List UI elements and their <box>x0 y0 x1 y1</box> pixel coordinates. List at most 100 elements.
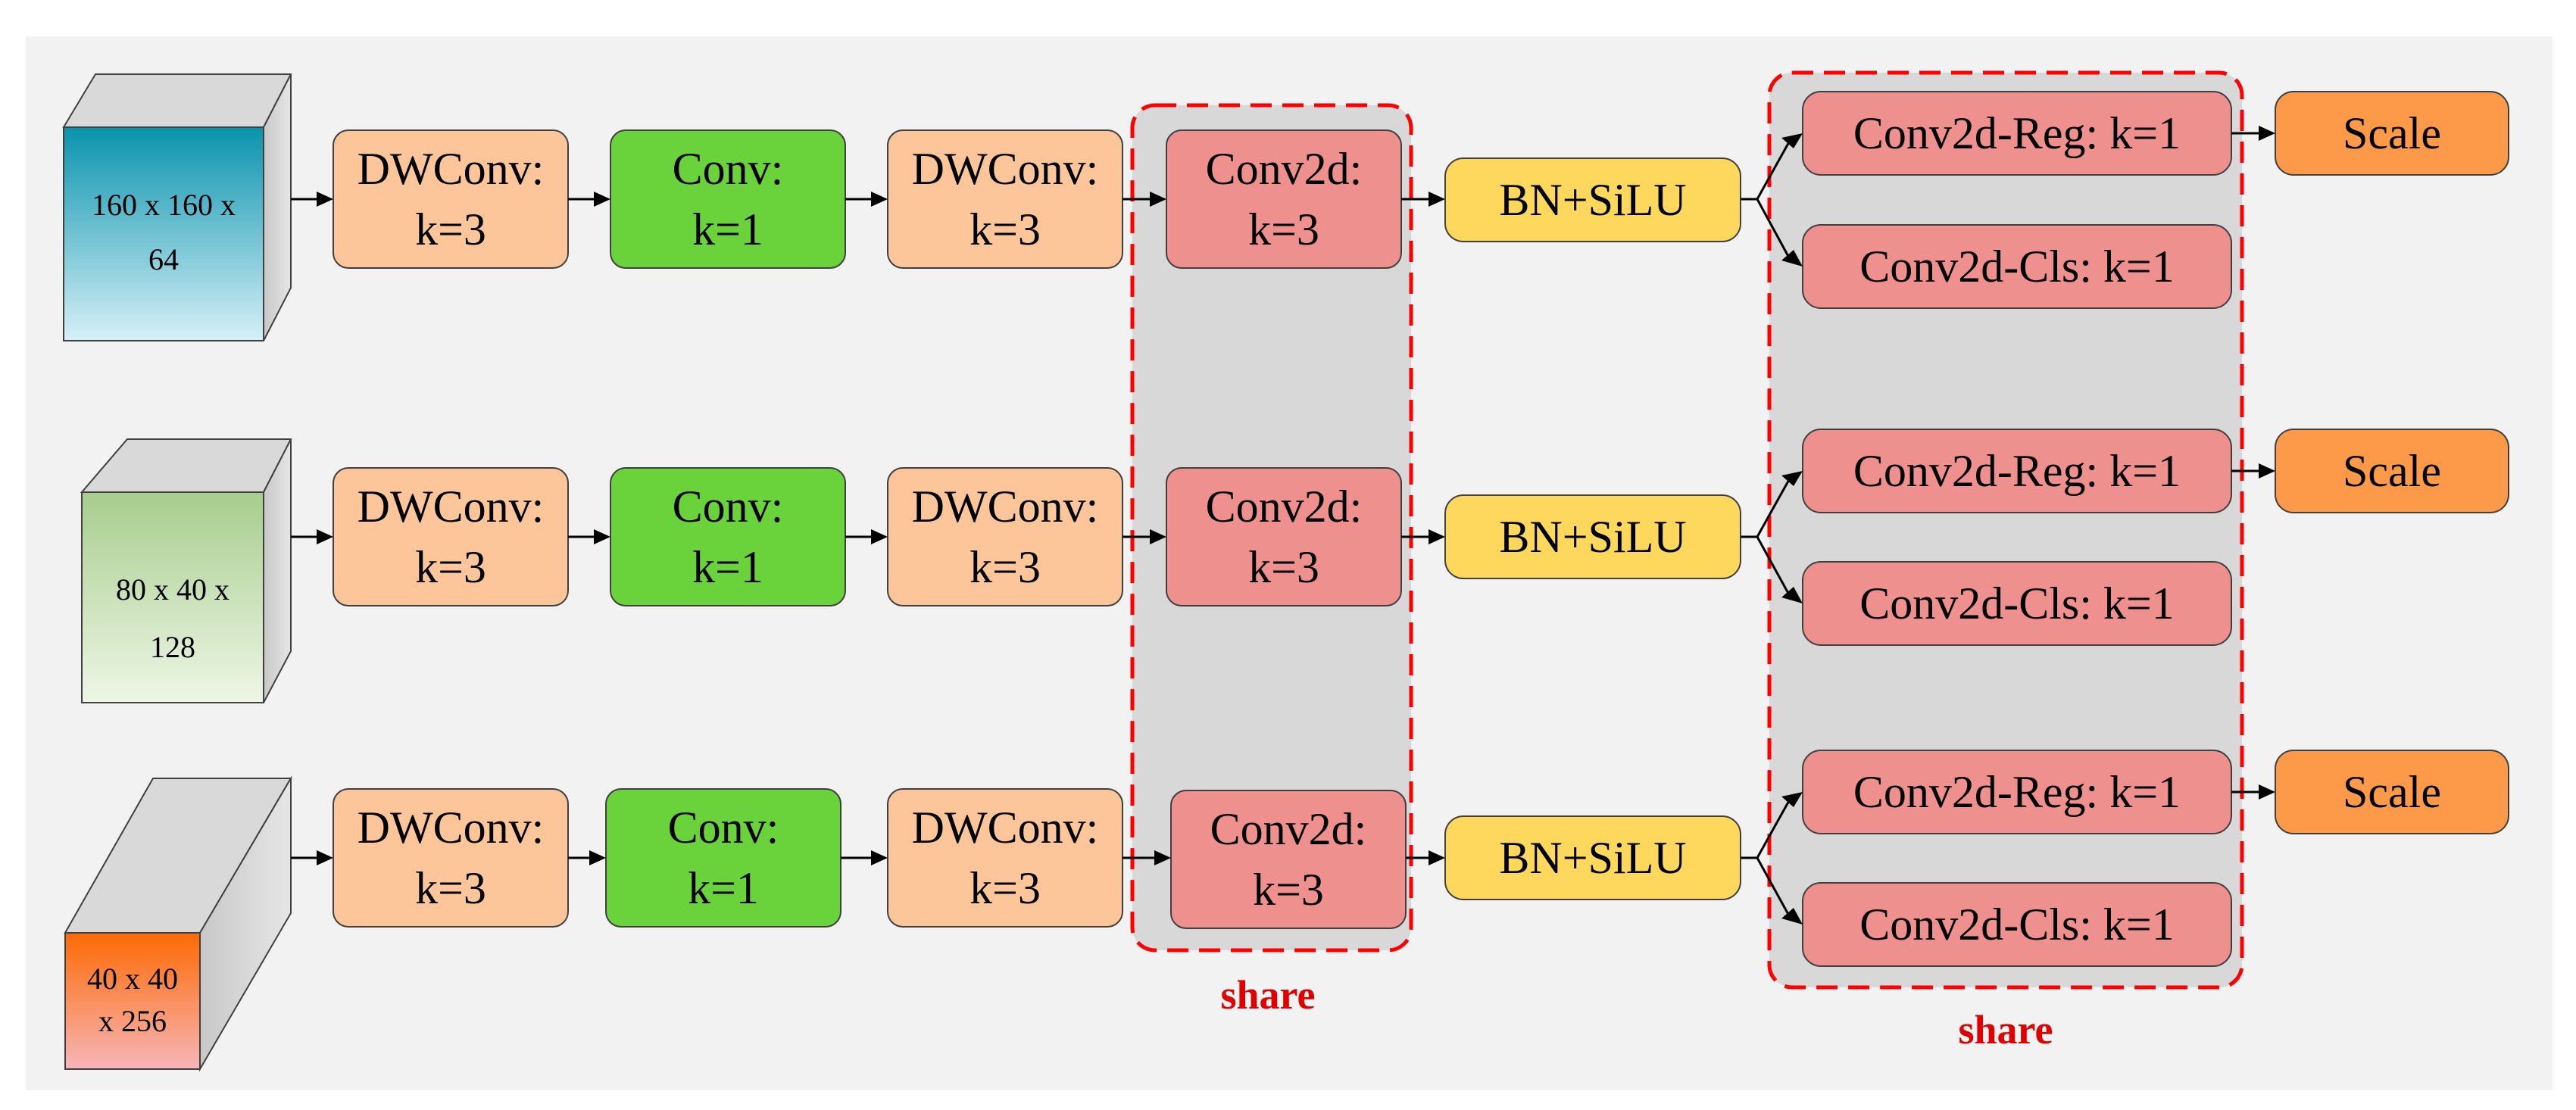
conv2d-label: Conv2d: <box>1206 144 1363 194</box>
arrow-head <box>594 529 610 544</box>
arrow-head <box>317 192 333 207</box>
conv2d-reg-label: Conv2d-Reg: k=1 <box>1853 446 2181 496</box>
conv2d-reg-label: Conv2d-Reg: k=1 <box>1853 108 2181 158</box>
dwconv-label: DWConv: <box>358 803 545 853</box>
cube-front-face <box>64 932 201 1070</box>
dwconv-block-1b: DWConv: k=3 <box>887 129 1123 269</box>
dwconv-block-2b: DWConv: k=3 <box>887 467 1123 606</box>
arrow-head <box>2259 126 2275 141</box>
branch-row-1: 160 x 160 x 64 DWConv: k=3 Conv: k=1 DWC… <box>62 73 2509 341</box>
conv2d-cls-label: Conv2d-Cls: k=1 <box>1859 900 2175 949</box>
share-label-right: share <box>1958 1007 2053 1052</box>
scale-block-1: Scale <box>2275 91 2509 176</box>
dwconv-label: DWConv: <box>912 144 1099 194</box>
scale-label: Scale <box>2343 446 2441 496</box>
share-label-left: share <box>1220 972 1315 1018</box>
input-size-line2: 64 <box>148 242 179 276</box>
dwconv-kernel: k=3 <box>970 542 1041 592</box>
input-cube-1: 160 x 160 x 64 <box>62 73 292 341</box>
bn-silu-block-2: BN+SiLU <box>1444 494 1741 579</box>
conv2d-reg-label: Conv2d-Reg: k=1 <box>1853 767 2181 817</box>
arrow-head <box>1429 192 1445 207</box>
dwconv-kernel: k=3 <box>415 863 486 913</box>
conv2d-cls-label: Conv2d-Cls: k=1 <box>1859 578 2175 628</box>
arrow-head <box>1150 529 1166 544</box>
conv2d-label: Conv2d: <box>1210 804 1367 854</box>
dwconv-block-2a: DWConv: k=3 <box>333 467 569 606</box>
arrow-head <box>1781 250 1803 267</box>
arrow-head <box>1781 587 1803 603</box>
cls-block-2: Conv2d-Cls: k=1 <box>1802 561 2232 646</box>
bn-silu-label: BN+SiLU <box>1499 175 1686 225</box>
conv2d-cls-label: Conv2d-Cls: k=1 <box>1859 242 2175 292</box>
conv-kernel: k=1 <box>692 204 763 254</box>
arrow-head <box>2259 463 2275 479</box>
arrow-head <box>1150 192 1166 207</box>
input-size-line2: 128 <box>150 630 195 664</box>
scale-label: Scale <box>2343 767 2441 817</box>
arrow-head <box>1429 850 1445 865</box>
dwconv-block-1a: DWConv: k=3 <box>333 129 569 269</box>
arrow-head <box>2259 784 2275 800</box>
dwconv-block-3b: DWConv: k=3 <box>887 788 1123 928</box>
bn-silu-block-3: BN+SiLU <box>1444 815 1741 900</box>
bn-silu-label: BN+SiLU <box>1499 833 1686 883</box>
reg-block-3: Conv2d-Reg: k=1 <box>1802 750 2232 834</box>
conv2d-label: Conv2d: <box>1206 482 1363 532</box>
conv2d-kernel: k=3 <box>1253 865 1324 915</box>
input-cube-2: 80 x 40 x 128 <box>80 438 292 703</box>
dwconv-kernel: k=3 <box>970 863 1041 913</box>
input-size-line2: x 256 <box>98 1004 167 1038</box>
conv-label: Conv: <box>668 803 779 853</box>
dwconv-kernel: k=3 <box>970 204 1041 254</box>
cls-block-1: Conv2d-Cls: k=1 <box>1802 224 2232 309</box>
conv2d-box <box>1170 790 1407 929</box>
cube-top-face <box>62 73 292 128</box>
input-size-line1: 80 x 40 x <box>116 572 229 606</box>
cube-front-face <box>63 126 264 341</box>
branch-row-3: 40 x 40 x 256 DWConv: k=3 Conv: k=1 DWCo… <box>64 750 2509 1072</box>
conv-block-1: Conv: k=1 <box>610 129 846 269</box>
conv-block-3: Conv: k=1 <box>605 788 841 928</box>
cls-block-3: Conv2d-Cls: k=1 <box>1802 882 2232 967</box>
conv2d-kernel: k=3 <box>1248 542 1319 592</box>
scale-block-3: Scale <box>2275 750 2509 834</box>
dwconv-label: DWConv: <box>912 482 1099 532</box>
dwconv-label: DWConv: <box>358 144 545 194</box>
share-region-heads <box>1767 70 2244 990</box>
arrow-head <box>1781 133 1803 148</box>
reg-block-1: Conv2d-Reg: k=1 <box>1802 91 2232 176</box>
arrow-connector <box>1756 198 1792 261</box>
arrow-head <box>1781 908 1803 924</box>
reg-block-2: Conv2d-Reg: k=1 <box>1802 429 2232 513</box>
arrow-head <box>1781 792 1803 807</box>
conv-label: Conv: <box>673 482 784 532</box>
arrow-head <box>589 850 606 865</box>
bn-silu-block-1: BN+SiLU <box>1444 157 1741 242</box>
scale-block-2: Scale <box>2275 429 2509 513</box>
conv-kernel: k=1 <box>688 863 759 913</box>
arrow-head <box>1781 471 1803 486</box>
arrow-head <box>1429 529 1445 544</box>
input-size-line1: 160 x 160 x <box>92 188 236 222</box>
dwconv-label: DWConv: <box>358 482 545 532</box>
arrow-head <box>871 529 888 544</box>
conv-kernel: k=1 <box>692 542 763 592</box>
arrow-head <box>871 850 888 865</box>
arrow-head <box>1154 850 1171 865</box>
conv-block-2: Conv: k=1 <box>610 467 846 606</box>
dwconv-label: DWConv: <box>912 803 1099 853</box>
dwconv-kernel: k=3 <box>415 542 486 592</box>
input-size-line1: 40 x 40 <box>87 962 178 996</box>
conv2d-block-2: Conv2d: k=3 <box>1166 467 1402 606</box>
connectors <box>291 126 2275 924</box>
input-cube-3: 40 x 40 x 256 <box>64 775 292 1072</box>
arrow-head <box>317 850 333 865</box>
cube-front-face <box>81 491 264 703</box>
dwconv-kernel: k=3 <box>415 204 486 254</box>
conv-label: Conv: <box>673 144 784 194</box>
branch-row-2: 80 x 40 x 128 DWConv: k=3 Conv: k=1 DWCo… <box>80 429 2509 703</box>
bn-silu-label: BN+SiLU <box>1499 512 1686 562</box>
dwconv-block-3a: DWConv: k=3 <box>333 788 569 928</box>
